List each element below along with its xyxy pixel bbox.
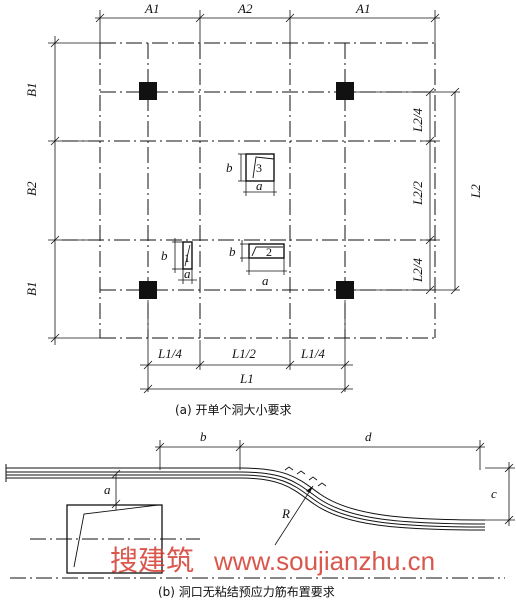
section-dim-R: R — [281, 506, 290, 521]
dim-L1-quarter-left: L1/4 — [157, 346, 182, 361]
plan-drawing: A1 A2 A1 B1 B2 B1 — [24, 1, 483, 417]
caption-b: (b) 洞口无粘结预应力筋布置要求 — [158, 584, 335, 599]
dim-L2: L2 — [468, 184, 483, 199]
section-dim-d: d — [365, 429, 372, 444]
opening-3-label: 3 — [256, 161, 262, 175]
column-bottom-left — [139, 281, 157, 299]
caption-a: (a) 开单个洞大小要求 — [175, 403, 292, 417]
dim-L2-half: L2/2 — [410, 181, 425, 206]
dim-L1-quarter-right: L1/4 — [300, 346, 325, 361]
columns — [139, 82, 354, 299]
dim-L2-quarter-bottom: L2/4 — [410, 258, 425, 283]
watermark: 搜建筑 www.soujianzhu.cn — [110, 544, 435, 577]
right-dimension: L2/4 L2/2 L2/4 L2 — [345, 87, 483, 295]
section-dim-a: a — [104, 482, 111, 497]
opening-3-a: a — [256, 178, 263, 193]
section-drawing: b d a c R — [5, 429, 515, 599]
opening-2-a: a — [262, 273, 269, 288]
top-dimension: A1 A2 A1 — [95, 1, 440, 45]
dim-B2: B2 — [24, 181, 39, 196]
column-top-right — [336, 82, 354, 100]
dim-L1: L1 — [239, 371, 254, 386]
section-opening — [30, 504, 200, 574]
section-dim-c: c — [491, 486, 497, 501]
grid-lines — [62, 42, 436, 339]
dim-A1-left: A1 — [144, 1, 159, 16]
opening-2: 2 b a — [229, 240, 287, 288]
opening-1-a: a — [184, 266, 191, 281]
dim-B1-bottom: B1 — [24, 282, 39, 296]
dim-L2-quarter-top: L2/4 — [410, 108, 425, 133]
watermark-chinese: 搜建筑 — [110, 544, 194, 577]
dim-A2: A2 — [237, 1, 253, 16]
dim-A1-right: A1 — [355, 1, 370, 16]
watermark-url: www.soujianzhu.cn — [213, 546, 435, 576]
left-dimension: B1 B2 B1 — [24, 36, 100, 345]
opening-1-label: 1 — [184, 251, 190, 265]
dim-B1-top: B1 — [24, 83, 39, 97]
opening-3: 3 b a — [226, 153, 277, 196]
bottom-dimension: L1/4 L1/2 L1/4 L1 — [140, 300, 353, 394]
section-top-dimension: b d — [155, 429, 485, 470]
section-dim-b: b — [200, 429, 207, 444]
dim-L1-half: L1/2 — [231, 346, 256, 361]
column-top-left — [139, 82, 157, 100]
section-dim-a-group: a — [104, 469, 121, 510]
tendons — [6, 467, 486, 531]
opening-2-label: 2 — [266, 245, 272, 259]
opening-3-b: b — [226, 160, 233, 175]
opening-1-b: b — [161, 248, 168, 263]
opening-1: 1 b a — [161, 238, 197, 284]
section-radius: R — [274, 466, 327, 546]
opening-2-b: b — [229, 244, 236, 259]
section-dim-c-group: c — [485, 462, 515, 526]
